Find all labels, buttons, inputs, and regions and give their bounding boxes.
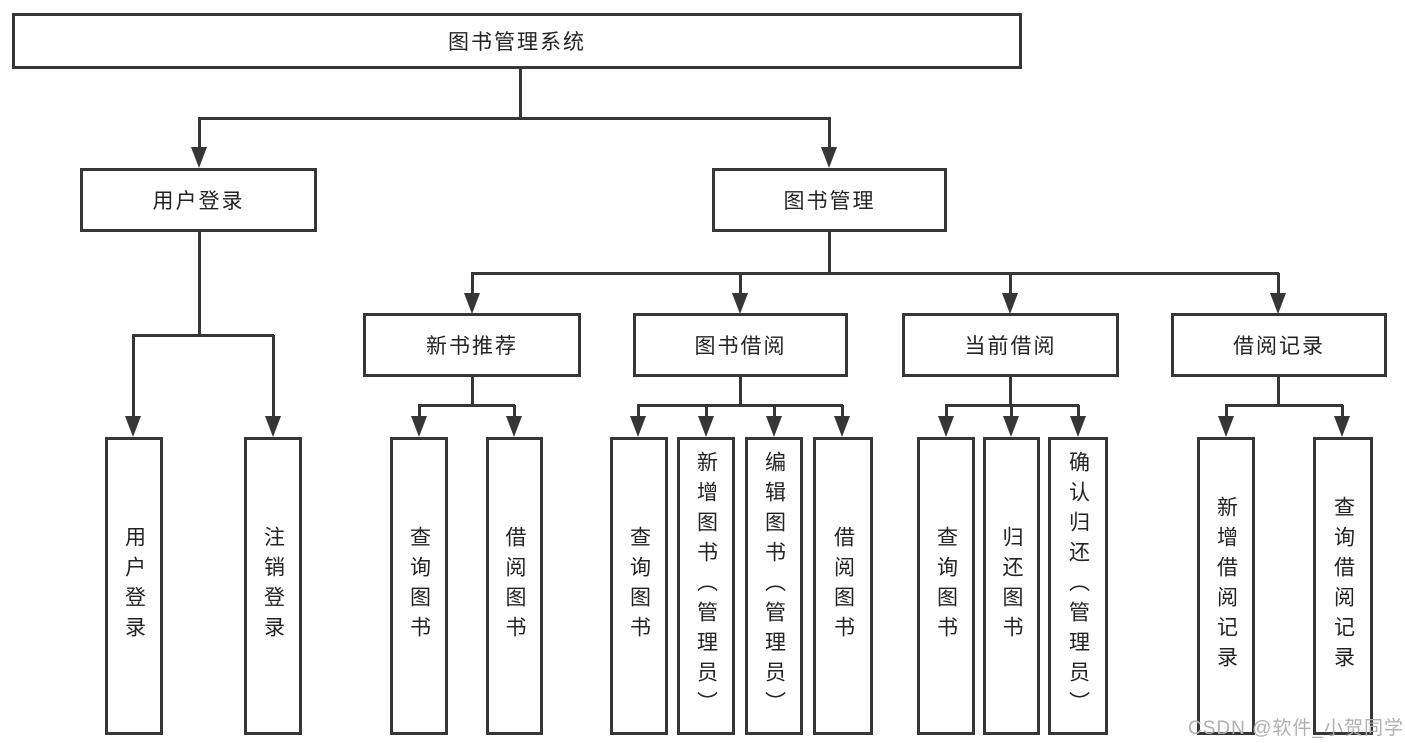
leaf-borrow-query: 查询图书: [610, 437, 668, 735]
leaf-borrow-borrow: 借阅图书: [813, 437, 873, 735]
arrow-down-icon: [732, 293, 748, 314]
connector-line: [471, 377, 474, 407]
connector-line: [1277, 377, 1280, 407]
arrow-down-icon: [464, 293, 480, 314]
leaf-current-query: 查询图书: [917, 437, 975, 735]
connector-line: [739, 273, 742, 297]
connector-line: [1009, 377, 1012, 407]
node-current-borrow: 当前借阅: [902, 313, 1119, 377]
leaf-newbook-query: 查询图书: [390, 437, 448, 735]
leaf-current-confirm-label: 确认归还（管理员）: [1066, 451, 1090, 721]
connector-line: [773, 405, 776, 420]
arrow-down-icon: [821, 147, 837, 168]
connector-line: [272, 335, 275, 420]
node-new-book-label: 新书推荐: [426, 335, 518, 358]
connector-line: [132, 334, 274, 337]
arrow-down-icon: [630, 416, 646, 437]
leaf-borrow-borrow-label: 借阅图书: [831, 526, 855, 646]
connector-line: [1009, 273, 1012, 297]
leaf-user-login: 用户登录: [105, 437, 163, 735]
connector-line: [705, 405, 708, 420]
node-book-borrow-label: 图书借阅: [694, 335, 787, 358]
leaf-logout-label: 注销登录: [261, 526, 285, 646]
leaf-newbook-borrow: 借阅图书: [486, 437, 543, 735]
arrow-down-icon: [191, 147, 207, 168]
node-book-mgmt: 图书管理: [712, 168, 947, 232]
connector-line: [1341, 405, 1344, 420]
arrow-down-icon: [411, 416, 427, 437]
arrow-down-icon: [1270, 293, 1286, 314]
connector-line: [828, 118, 831, 150]
node-book-mgmt-label: 图书管理: [783, 190, 876, 213]
arrow-down-icon: [938, 416, 954, 437]
leaf-current-query-label: 查询图书: [934, 526, 958, 646]
arrow-down-icon: [1334, 416, 1350, 437]
leaf-newbook-borrow-label: 借阅图书: [503, 526, 526, 646]
arrow-down-icon: [1002, 293, 1018, 314]
node-new-book: 新书推荐: [363, 313, 581, 377]
arrow-down-icon: [766, 416, 782, 437]
connector-line: [513, 405, 516, 420]
connector-line: [1010, 405, 1013, 420]
arrow-down-icon: [265, 416, 281, 437]
leaf-current-return-label: 归还图书: [1000, 526, 1023, 646]
arrow-down-icon: [1070, 416, 1086, 437]
leaf-borrow-add: 新增图书（管理员）: [677, 437, 735, 735]
leaf-current-confirm: 确认归还（管理员）: [1048, 437, 1108, 735]
connector-line: [1277, 273, 1280, 297]
node-user-login-label: 用户登录: [152, 190, 245, 213]
leaf-record-add: 新增借阅记录: [1197, 437, 1255, 735]
leaf-record-query: 查询借阅记录: [1313, 437, 1373, 735]
leaf-newbook-query-label: 查询图书: [407, 526, 431, 646]
connector-line: [471, 272, 1279, 275]
connector-line: [418, 405, 421, 420]
leaf-borrow-add-label: 新增图书（管理员）: [694, 451, 718, 721]
connector-line: [471, 273, 474, 297]
leaf-borrow-query-label: 查询图书: [627, 526, 651, 646]
arrow-down-icon: [125, 416, 141, 437]
leaf-user-login-label: 用户登录: [122, 526, 146, 646]
connector-line: [198, 118, 201, 150]
connector-line: [1225, 404, 1343, 407]
node-book-borrow: 图书借阅: [633, 313, 848, 377]
connector-line: [637, 405, 640, 420]
connector-line: [739, 377, 742, 407]
leaf-logout: 注销登录: [244, 437, 302, 735]
connector-line: [132, 335, 135, 420]
arrow-down-icon: [506, 416, 522, 437]
leaf-record-add-label: 新增借阅记录: [1214, 496, 1238, 676]
connector-line: [841, 405, 844, 420]
connector-line: [198, 117, 831, 120]
csdn-watermark: CSDN @软件_小贺同学: [1188, 718, 1404, 739]
connector-line: [637, 404, 843, 407]
arrow-down-icon: [834, 416, 850, 437]
node-borrow-records-label: 借阅记录: [1233, 335, 1325, 358]
node-root: 图书管理系统: [12, 13, 1022, 69]
node-root-label: 图书管理系统: [448, 31, 586, 54]
connector-line: [1225, 405, 1228, 420]
leaf-record-query-label: 查询借阅记录: [1331, 496, 1355, 676]
node-current-borrow-label: 当前借阅: [964, 335, 1057, 358]
leaf-borrow-edit: 编辑图书（管理员）: [745, 437, 803, 735]
leaf-current-return: 归还图书: [983, 437, 1040, 735]
connector-line: [519, 69, 522, 119]
connector-line: [828, 232, 831, 275]
connector-line: [198, 232, 201, 336]
arrow-down-icon: [1218, 416, 1234, 437]
leaf-borrow-edit-label: 编辑图书（管理员）: [762, 451, 786, 721]
arrow-down-icon: [698, 416, 714, 437]
connector-line: [1077, 405, 1080, 420]
connector-line: [418, 404, 515, 407]
node-borrow-records: 借阅记录: [1171, 313, 1387, 377]
arrow-down-icon: [1003, 416, 1019, 437]
node-user-login: 用户登录: [80, 168, 317, 232]
connector-line: [945, 405, 948, 420]
